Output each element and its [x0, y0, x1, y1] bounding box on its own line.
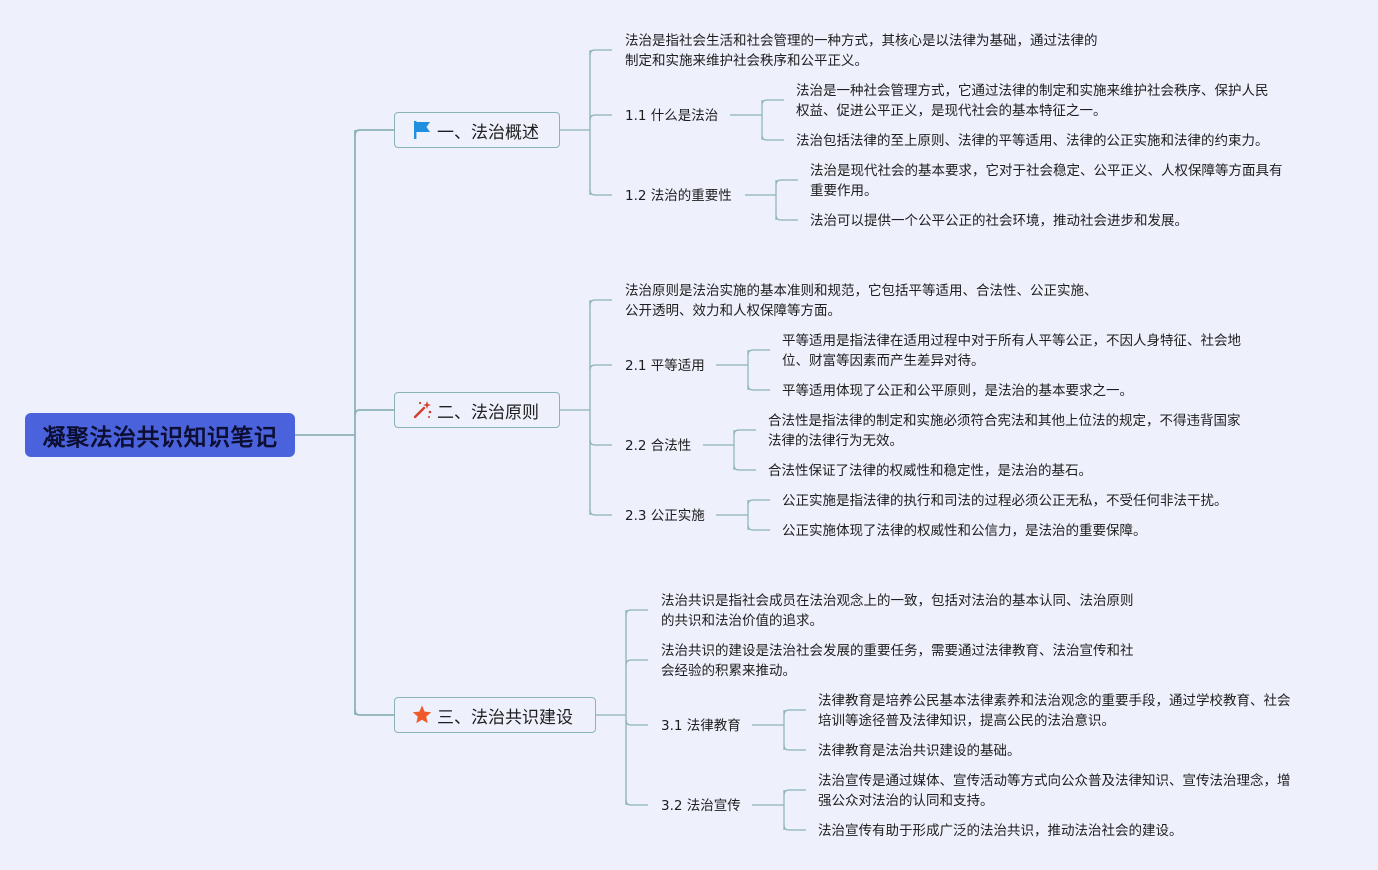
leaf-note: 公正实施是指法律的执行和司法的过程必须公正无私，不受任何非法干扰。 [782, 493, 1228, 509]
leaf-note: 合法性保证了法律的权威性和稳定性，是法治的基石。 [768, 463, 1092, 479]
connector-line [733, 429, 756, 436]
connector-line [783, 789, 806, 796]
connector-line [625, 799, 648, 806]
leaf-note: 合法性是指法律的制定和实施必须符合宪法和其他上位法的规定，不得违背国家法律的法律… [768, 413, 1241, 449]
intro-note: 法治共识是指社会成员在法治观念上的一致，包括对法治的基本认同、法治原则的共识和法… [661, 593, 1134, 629]
intro-note: 法治原则是法治实施的基本准则和规范，它包括平等适用、合法性、公正实施、公开透明、… [625, 283, 1098, 319]
subtopic-3-2[interactable]: 3.2 法治宣传 [661, 798, 741, 814]
subtopic-2-3[interactable]: 2.3 公正实施 [625, 508, 705, 524]
connector-line [354, 709, 394, 716]
leaf-note: 法律教育是培养公民基本法律素养和法治观念的重要手段，通过学校教育、社会培训等途径… [818, 693, 1291, 729]
connector-line [589, 114, 612, 121]
subtopic-2-2[interactable]: 2.2 合法性 [625, 438, 692, 454]
connector-line [747, 349, 770, 356]
connector-line [747, 384, 770, 391]
subtopic-2-1[interactable]: 2.1 平等适用 [625, 358, 705, 374]
star-icon [411, 704, 433, 726]
branch-overview[interactable]: 一、法治概述 [394, 112, 560, 148]
leaf-note: 法治宣传有助于形成广泛的法治共识，推动法治社会的建设。 [818, 823, 1183, 839]
connector-line [589, 364, 612, 371]
leaf-note: 法治可以提供一个公平公正的社会环境，推动社会进步和发展。 [810, 213, 1188, 229]
connector-line [747, 499, 770, 506]
connector-line [783, 709, 806, 716]
leaf-note: 平等适用体现了公正和公平原则，是法治的基本要求之一。 [782, 383, 1133, 399]
connector-line [589, 509, 612, 516]
leaf-note: 法治是一种社会管理方式，它通过法律的制定和实施来维护社会秩序、保护人民权益、促进… [796, 83, 1269, 119]
leaf-note: 法治宣传是通过媒体、宣传活动等方式向公众普及法律知识、宣传法治理念，增强公众对法… [818, 773, 1291, 809]
connector-line [625, 719, 648, 726]
leaf-note: 法律教育是法治共识建设的基础。 [818, 743, 1021, 759]
subtopic-3-1[interactable]: 3.1 法律教育 [661, 718, 741, 734]
connector-line [761, 99, 784, 106]
magic-wand-icon [411, 399, 433, 421]
subtopic-1-1[interactable]: 1.1 什么是法治 [625, 108, 719, 124]
connector-line [783, 744, 806, 751]
leaf-note: 法治包括法律的至上原则、法律的平等适用、法律的公正实施和法律的约束力。 [796, 133, 1269, 149]
branch-label: 一、法治概述 [437, 122, 539, 143]
connector-line [589, 299, 612, 306]
leaf-note: 公正实施体现了法律的权威性和公信力，是法治的重要保障。 [782, 523, 1147, 539]
connector-line [761, 134, 784, 141]
connector-line [775, 179, 798, 186]
connector-line [589, 439, 612, 446]
branch-label: 二、法治原则 [437, 402, 539, 423]
connector-line [747, 524, 770, 531]
connector-line [783, 824, 806, 831]
branch-consensus[interactable]: 三、法治共识建设 [394, 697, 596, 733]
branch-label: 三、法治共识建设 [437, 707, 573, 728]
intro-note: 法治是指社会生活和社会管理的一种方式，其核心是以法律为基础，通过法律的制定和实施… [625, 33, 1098, 69]
leaf-note: 平等适用是指法律在适用过程中对于所有人平等公正，不因人身特征、社会地位、财富等因… [782, 333, 1241, 369]
connector-line [625, 659, 648, 666]
flag-icon [411, 119, 433, 141]
branch-principles[interactable]: 二、法治原则 [394, 392, 560, 428]
leaf-note: 法治是现代社会的基本要求，它对于社会稳定、公平正义、人权保障等方面具有重要作用。 [810, 163, 1283, 199]
intro-note: 法治共识的建设是法治社会发展的重要任务，需要通过法律教育、法治宣传和社会经验的积… [661, 643, 1134, 679]
connector-line [589, 189, 612, 196]
connector-line [589, 49, 612, 56]
connector-line [625, 609, 648, 616]
root-topic[interactable]: 凝聚法治共识知识笔记 [25, 413, 295, 457]
connector-line [354, 409, 394, 416]
connector-line [775, 214, 798, 221]
connector-line [354, 129, 394, 136]
connector-line [733, 464, 756, 471]
subtopic-1-2[interactable]: 1.2 法治的重要性 [625, 188, 732, 204]
